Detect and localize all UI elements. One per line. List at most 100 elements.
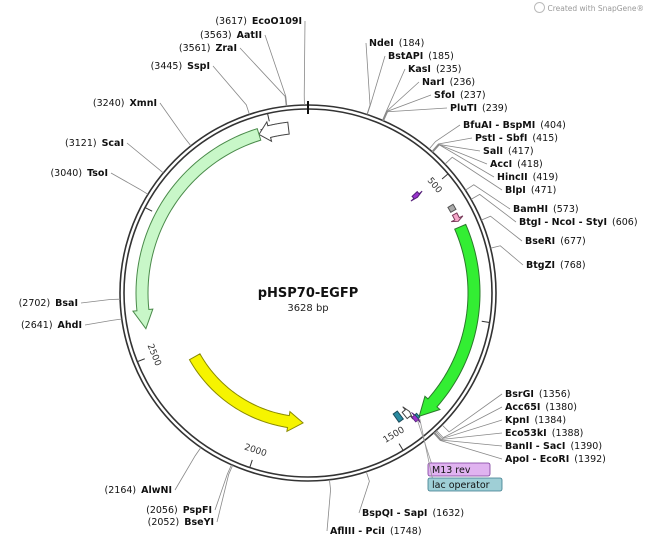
- site-kasi[interactable]: KasI(235): [408, 64, 462, 75]
- site-name: ZraI: [215, 43, 237, 54]
- site-name: SfoI: [434, 90, 455, 101]
- site-position: (3121): [65, 138, 97, 149]
- site-leader-line: [444, 156, 503, 191]
- site-scai[interactable]: (3121)ScaI: [65, 138, 124, 149]
- box-leader-lac-operator: [419, 418, 435, 487]
- feature-m13-fwd[interactable]: [410, 190, 423, 202]
- site-btgzi[interactable]: BtgZI(768): [526, 260, 586, 271]
- site-leader-line: [303, 20, 306, 106]
- site-pspfi[interactable]: (2056)PspFI: [146, 505, 212, 516]
- site-name: TsoI: [87, 168, 108, 179]
- site-tsoi[interactable]: (3040) TsoI: [50, 168, 108, 179]
- site-sspi[interactable]: (3445)SspI: [151, 61, 210, 72]
- site-bsai[interactable]: (2702)BsaI: [19, 298, 78, 309]
- site-name: AccI: [490, 159, 512, 170]
- site-psti-sbfi[interactable]: PstI - SbfI(415): [475, 133, 558, 144]
- feature-ampr[interactable]: [132, 128, 262, 330]
- site-leader-line: [465, 184, 511, 210]
- site-position: (404): [540, 120, 566, 131]
- site-leader-line: [428, 124, 461, 150]
- site-banii-saci[interactable]: BanII - SacI(1390): [505, 441, 602, 452]
- site-leader-line: [159, 102, 192, 147]
- site-ndei[interactable]: NdeI(184): [369, 38, 424, 49]
- site-apoi-ecori[interactable]: ApoI - EcoRI(1392): [505, 454, 606, 465]
- site-name: HincII: [497, 172, 528, 183]
- site-sali[interactable]: SalI(417): [483, 146, 534, 157]
- site-acc65i[interactable]: Acc65I(1380): [505, 402, 577, 413]
- feature-ori[interactable]: [188, 353, 304, 433]
- site-xmni[interactable]: (3240)XmnI: [93, 98, 157, 109]
- site-kpni[interactable]: KpnI (1384): [505, 415, 566, 426]
- feature-ampr-promoter[interactable]: [258, 120, 290, 143]
- site-position: (573): [553, 204, 579, 215]
- site-alwni[interactable]: (2164) AlwNI: [105, 485, 172, 496]
- site-eco53ki[interactable]: Eco53kI(1388): [505, 428, 583, 439]
- feature-egfp[interactable]: [418, 223, 481, 417]
- site-sfoi[interactable]: SfoI(237): [434, 90, 486, 101]
- site-leader-line: [433, 432, 503, 447]
- site-acci[interactable]: AccI(418): [490, 159, 543, 170]
- feature-6xhis[interactable]: [450, 212, 464, 223]
- tick-label: 2000: [243, 443, 268, 460]
- tick-label: 2500: [145, 343, 163, 368]
- site-name: AlwNI: [141, 485, 172, 496]
- site-name: BspQI - SapI: [362, 508, 427, 519]
- feature-lac-operator[interactable]: [414, 412, 421, 420]
- site-position: (1748): [390, 526, 422, 537]
- feature-box-lac-operator[interactable]: [427, 477, 503, 492]
- site-hincii[interactable]: HincII(419): [497, 172, 558, 183]
- site-position: (185): [428, 51, 454, 62]
- site-nari[interactable]: NarI(236): [422, 77, 475, 88]
- site-bamhi[interactable]: BamHI(573): [513, 204, 579, 215]
- site-bseri[interactable]: BseRI(677): [525, 236, 586, 247]
- tick-label: 500: [425, 176, 444, 196]
- features-layer: [132, 120, 481, 433]
- snapgene-logo-icon: [534, 2, 546, 13]
- site-name: Eco53kI: [505, 428, 547, 439]
- site-ahdi[interactable]: (2641)AhdI: [21, 320, 82, 331]
- site-leader-line: [490, 245, 524, 266]
- site-ecoo109i[interactable]: (3617)EcoO109I: [215, 16, 302, 27]
- feature-box-label-m13-rev: M13 rev: [432, 465, 471, 476]
- feature-lac-promoter[interactable]: [401, 406, 414, 420]
- site-name: BtgZI: [526, 260, 555, 271]
- tick-label: 1500: [382, 425, 407, 446]
- site-bsrgi[interactable]: BsrGI(1356): [505, 389, 571, 400]
- site-name: AatII: [237, 30, 262, 41]
- site-position: (239): [482, 103, 508, 114]
- site-position: (1384): [534, 415, 566, 426]
- site-name: AhdI: [58, 320, 82, 331]
- site-position: (417): [508, 146, 534, 157]
- site-position: (677): [560, 236, 586, 247]
- feature-cap-binding-site[interactable]: [392, 410, 405, 423]
- site-bfuai-bspmi[interactable]: BfuAI - BspMI(404): [463, 120, 566, 131]
- site-pluti[interactable]: PluTI(239): [450, 103, 508, 114]
- site-btgi-ncoi-styi[interactable]: BtgI - NcoI - StyI (606): [519, 217, 638, 228]
- tick-mark: [481, 320, 490, 324]
- site-name: AflIII - PciI: [330, 526, 385, 537]
- site-blpi[interactable]: BlpI(471): [505, 185, 556, 196]
- site-bstapi[interactable]: BstAPI(185): [388, 51, 454, 62]
- site-position: (184): [399, 38, 425, 49]
- feature-box-m13-rev[interactable]: [427, 462, 491, 477]
- site-position: (2164): [105, 485, 137, 496]
- site-afliii-pcii[interactable]: AflIII - PciI (1748): [330, 526, 422, 537]
- site-aatii[interactable]: (3563)AatII: [200, 30, 262, 41]
- site-position: (3040): [50, 168, 82, 179]
- site-position: (3445): [151, 61, 183, 72]
- site-leader-line: [481, 215, 523, 242]
- site-leader-line: [126, 142, 164, 174]
- site-position: (606): [612, 217, 638, 228]
- site-bspqi-sapi[interactable]: BspQI - SapI(1632): [362, 508, 464, 519]
- site-bseyi[interactable]: (2052)BseYI: [148, 517, 214, 528]
- site-leader-line: [366, 55, 386, 115]
- site-zrai[interactable]: (3561)ZraI: [179, 43, 237, 54]
- site-name: BtgI - NcoI - StyI: [519, 217, 607, 228]
- feature-rbs[interactable]: [447, 203, 457, 213]
- site-leader-line: [239, 47, 287, 107]
- site-position: (1392): [574, 454, 606, 465]
- site-name: BanII - SacI: [505, 441, 565, 452]
- site-name: Acc65I: [505, 402, 540, 413]
- plasmid-name: pHSP70-EGFP: [258, 286, 359, 301]
- site-name: KpnI: [505, 415, 529, 426]
